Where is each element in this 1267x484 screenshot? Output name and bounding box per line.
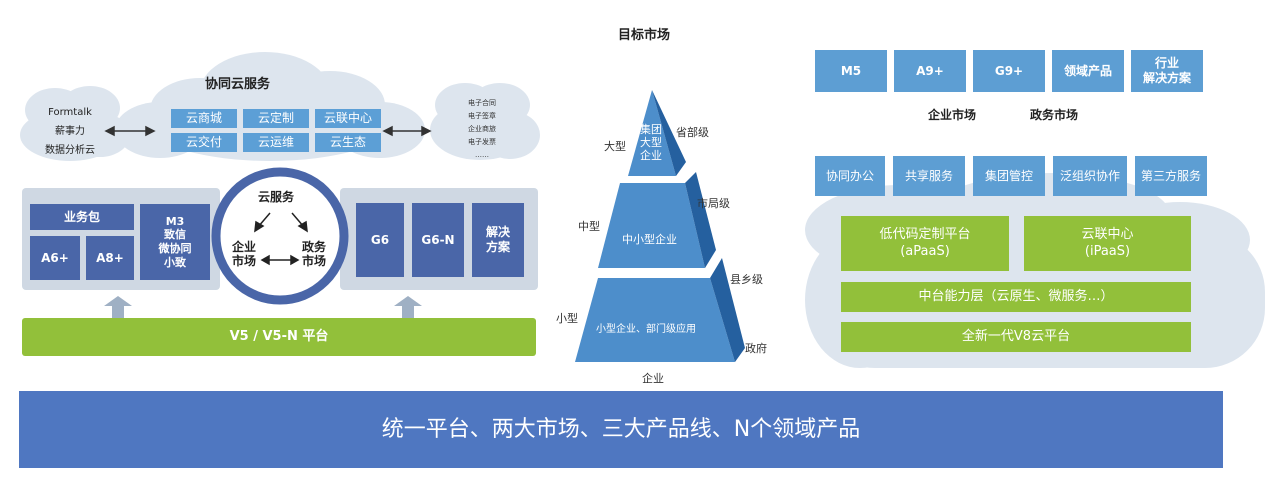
collab-title: 协同云服务 (205, 77, 271, 92)
left-cloud-list: Formtalk 薪事力 数据分析云 (30, 103, 110, 160)
m3-box: M3 致信 微协同 小致 (140, 204, 210, 280)
lowcode-line: (aPaaS) (900, 243, 950, 259)
service-office: 协同办公 (815, 156, 885, 196)
enterprise-market-label: 企业市场 (928, 108, 977, 122)
left-cloud-item: 薪事力 (55, 126, 85, 137)
cloudlink-line: 云联中心 (1081, 227, 1134, 243)
cloudlink-line: (iPaaS) (1084, 243, 1131, 259)
left-cloud-shape (20, 86, 130, 161)
circle-enterprise-market: 企业 市场 (232, 240, 256, 268)
service-group-control: 集团管控 (973, 156, 1045, 196)
right-cloud-list: 电子合同 电子签章 企业商旅 电子发票 …… (452, 97, 512, 162)
collab-item-mall: 云商城 (171, 109, 237, 128)
pyramid-mid-front (598, 183, 705, 268)
pyramid-bottom-side (710, 258, 745, 362)
product-a9: A9+ (894, 50, 966, 92)
m3-line: 小致 (164, 255, 186, 269)
circle-right-line: 政务 (302, 240, 327, 254)
circle-left-line: 企业 (232, 240, 257, 254)
tier-top-line: 集团 (640, 123, 662, 136)
solution-box: 解决 方案 (472, 203, 524, 277)
g6-box: G6 (356, 203, 404, 277)
tier-top-line: 大型 (640, 136, 662, 149)
right-cloud-item: …… (475, 151, 489, 159)
lowcode-platform-box: 低代码定制平台 (aPaaS) (841, 216, 1009, 271)
m3-line: M3 (165, 214, 185, 228)
product-domain: 领域产品 (1052, 50, 1124, 92)
circle-cloud-service: 云服务 (258, 190, 295, 204)
tier-top-line: 企业 (640, 149, 662, 162)
circle-right-line: 市场 (302, 254, 327, 268)
market-circle (211, 167, 349, 305)
summary-banner: 统一平台、两大市场、三大产品线、N个领域产品 (19, 391, 1223, 468)
label-county: 县乡级 (730, 273, 763, 286)
circle-gov-market: 政务 市场 (302, 240, 326, 268)
business-pack-box: 业务包 (30, 204, 134, 230)
product-industry-solution: 行业 解决方案 (1131, 50, 1203, 92)
service-org-collab: 泛组织协作 (1053, 156, 1127, 196)
pyramid-top-side (652, 90, 686, 176)
product-g9: G9+ (973, 50, 1045, 92)
collab-item-eco: 云生态 (315, 133, 381, 152)
collab-item-delivery: 云交付 (171, 133, 237, 152)
target-market-title: 目标市场 (618, 28, 671, 43)
solution-line: 方案 (485, 240, 510, 254)
pyramid-mid-side (685, 172, 716, 268)
collab-item-ops: 云运维 (243, 133, 309, 152)
label-government: 政府 (745, 342, 767, 355)
pyramid-bottom-front (575, 278, 735, 362)
right-cloud-item: 企业商旅 (468, 125, 496, 133)
circle-left-line: 市场 (232, 254, 257, 268)
g6n-box: G6-N (412, 203, 464, 277)
cloud-arrows (104, 125, 432, 137)
right-cloud-item: 电子签章 (468, 112, 496, 120)
a6-box: A6+ (30, 236, 80, 280)
tier-top-label: 集团 大型 企业 (640, 123, 662, 162)
v5-platform-bar: V5 / V5-N 平台 (22, 318, 536, 356)
lowcode-line: 低代码定制平台 (879, 227, 971, 243)
left-cloud-item: Formtalk (48, 107, 92, 118)
label-large: 大型 (604, 140, 626, 153)
collab-item-custom: 云定制 (243, 109, 309, 128)
pyramid-svg (575, 90, 745, 362)
product-m5: M5 (815, 50, 887, 92)
up-arrows (104, 296, 422, 318)
middle-platform-layer: 中台能力层（云原生、微服务…） (841, 282, 1191, 312)
cloudlink-center-box: 云联中心 (iPaaS) (1024, 216, 1191, 271)
service-shared: 共享服务 (893, 156, 965, 196)
collab-item-link-center: 云联中心 (315, 109, 381, 128)
m3-line: 致信 (164, 228, 186, 242)
label-small: 小型 (556, 312, 578, 325)
a8-box: A8+ (86, 236, 134, 280)
left-cloud-item: 数据分析云 (45, 145, 95, 156)
right-cloud-item: 电子发票 (468, 138, 496, 146)
circle-arrows (254, 212, 308, 266)
gov-market-label: 政务市场 (1030, 108, 1079, 122)
label-provincial: 省部级 (676, 126, 709, 139)
label-enterprise: 企业 (642, 372, 664, 385)
right-cloud-item: 电子合同 (468, 99, 496, 107)
right-cloud-shape (430, 83, 540, 160)
tier-mid-label: 中小型企业 (622, 233, 677, 246)
solution-line: 解决 (485, 225, 510, 239)
label-medium: 中型 (578, 220, 600, 233)
service-third-party: 第三方服务 (1135, 156, 1207, 196)
v8-cloud-platform: 全新一代V8云平台 (841, 322, 1191, 352)
tier-bottom-label: 小型企业、部门级应用 (596, 324, 696, 335)
m3-line: 微协同 (158, 242, 192, 255)
label-city: 市局级 (697, 197, 730, 210)
pyramid-top-front (628, 90, 676, 176)
